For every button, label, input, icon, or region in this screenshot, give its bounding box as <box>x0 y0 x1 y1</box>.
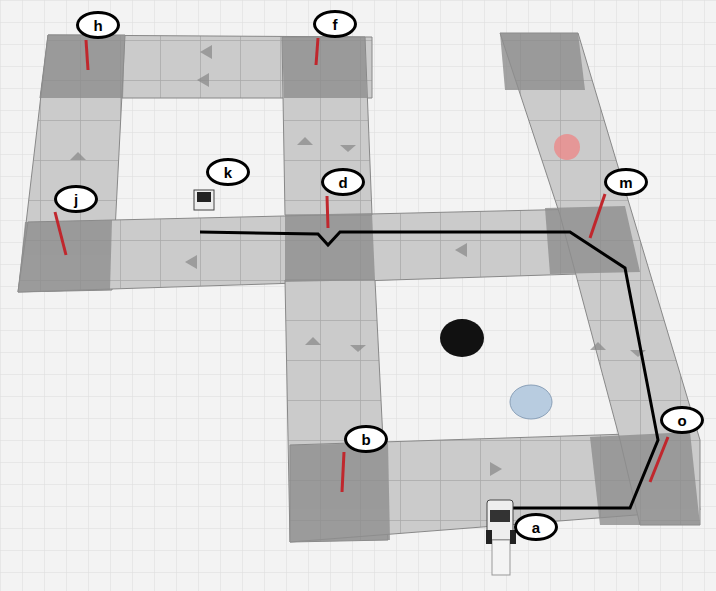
callout-bubble: k <box>206 158 250 186</box>
callout-letter: m <box>619 175 632 190</box>
callout-letter: k <box>224 165 232 180</box>
arrow-marks <box>70 45 646 476</box>
red-flags <box>55 38 668 492</box>
blue-disc <box>510 385 552 419</box>
callout-letter: f <box>333 17 338 32</box>
robot-path <box>200 232 658 508</box>
target-marker <box>554 134 580 160</box>
callout-bubble: b <box>344 425 388 453</box>
callout-letter: j <box>74 192 78 207</box>
callout-bubble: d <box>321 168 365 196</box>
callout-letter: a <box>532 520 540 535</box>
robot-k <box>194 190 214 210</box>
callout-bubble: h <box>76 11 120 39</box>
dark-corner-tiles <box>18 33 700 542</box>
track-strips <box>18 33 700 542</box>
black-disc <box>440 319 484 357</box>
callout-letter: h <box>93 18 102 33</box>
callout-bubble: j <box>54 185 98 213</box>
callout-bubble: f <box>313 10 357 38</box>
callout-bubble: o <box>660 406 704 434</box>
callout-bubble: m <box>604 168 648 196</box>
callout-letter: o <box>677 413 686 428</box>
callout-bubble: a <box>514 513 558 541</box>
robot-a <box>486 500 516 575</box>
callout-letter: d <box>338 175 347 190</box>
callout-letter: b <box>361 432 370 447</box>
